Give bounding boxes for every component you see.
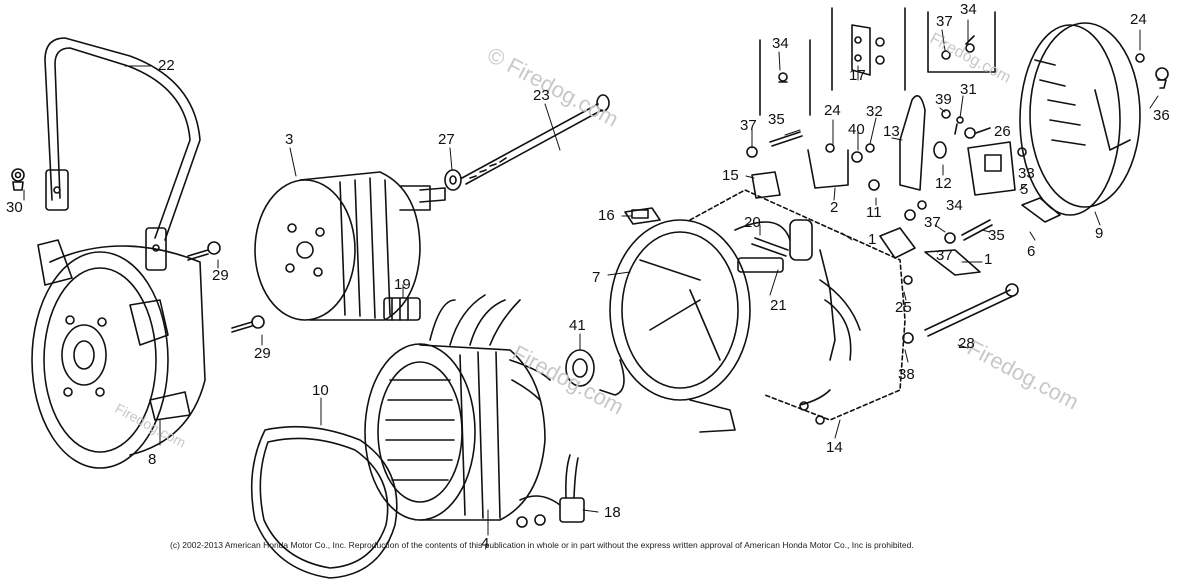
callout-21: 21 xyxy=(770,297,787,314)
callout-23: 23 xyxy=(533,87,550,104)
callout-35a: 35 xyxy=(768,111,785,128)
leader-lines xyxy=(23,19,1159,536)
callout-2: 2 xyxy=(830,199,839,216)
callout-10: 10 xyxy=(312,382,329,399)
callout-1a: 1 xyxy=(868,231,877,248)
callout-9: 9 xyxy=(1095,225,1104,242)
callout-18: 18 xyxy=(604,504,621,521)
callout-32: 32 xyxy=(866,103,883,120)
callout-24a: 24 xyxy=(1130,11,1147,28)
callout-12: 12 xyxy=(935,175,952,192)
stator-drawing xyxy=(364,294,551,521)
callout-40: 40 xyxy=(848,121,865,138)
callout-37d: 37 xyxy=(936,247,953,264)
bolt-30-drawing xyxy=(11,168,25,191)
part-16-drawing xyxy=(624,207,661,225)
inset-boxes-drawing xyxy=(759,7,996,116)
callout-19: 19 xyxy=(394,276,411,293)
callout-22: 22 xyxy=(158,57,175,74)
callout-37c: 37 xyxy=(924,214,941,231)
connector-19-drawing xyxy=(383,297,421,321)
callout-25: 25 xyxy=(895,299,912,316)
bolt-29-drawing xyxy=(187,241,265,333)
callout-33: 33 xyxy=(1018,165,1035,182)
callout-36: 36 xyxy=(1153,107,1170,124)
callout-24b: 24 xyxy=(824,102,841,119)
handle-bar-drawing xyxy=(44,37,201,271)
callout-1b: 1 xyxy=(984,251,993,268)
callout-30: 30 xyxy=(6,199,23,216)
band-drawing xyxy=(250,425,398,579)
callout-28: 28 xyxy=(958,335,975,352)
callout-5: 5 xyxy=(1020,181,1029,198)
callout-41: 41 xyxy=(569,317,586,334)
connector-18-drawing xyxy=(516,454,585,528)
through-bolt-drawing xyxy=(461,94,610,185)
callout-17: 17 xyxy=(849,67,866,84)
callout-29a: 29 xyxy=(212,267,229,284)
part-20-21-drawing xyxy=(737,237,789,273)
callout-16: 16 xyxy=(598,207,615,224)
bearing-27-drawing xyxy=(444,169,462,191)
callout-15: 15 xyxy=(722,167,739,184)
callout-13: 13 xyxy=(883,123,900,140)
front-bracket-drawing xyxy=(599,219,751,433)
callout-37b: 37 xyxy=(740,117,757,134)
rotor-drawing xyxy=(254,171,446,321)
cap-15-drawing xyxy=(751,171,781,199)
callout-8: 8 xyxy=(148,451,157,468)
callout-38: 38 xyxy=(898,366,915,383)
control-box-drawing xyxy=(689,189,906,425)
callout-6: 6 xyxy=(1027,243,1036,260)
callout-29b: 29 xyxy=(254,345,271,362)
rear-cover-drawing xyxy=(1019,22,1141,216)
callout-34c: 34 xyxy=(946,197,963,214)
callout-14: 14 xyxy=(826,439,843,456)
callout-37a: 37 xyxy=(936,13,953,30)
callout-35b: 35 xyxy=(988,227,1005,244)
callout-11: 11 xyxy=(866,204,882,221)
callout-26: 26 xyxy=(994,123,1011,140)
callout-3: 3 xyxy=(285,131,294,148)
callout-27: 27 xyxy=(438,131,455,148)
small-hardware-drawing xyxy=(746,53,1169,344)
callout-4: 4 xyxy=(481,535,490,552)
callout-39: 39 xyxy=(935,91,952,108)
callout-34b: 34 xyxy=(960,1,977,18)
copyright-notice: (c) 2002-2013 American Honda Motor Co., … xyxy=(170,540,914,550)
callout-20: 20 xyxy=(744,214,761,231)
callout-34a: 34 xyxy=(772,35,789,52)
end-cover-drawing xyxy=(31,239,206,469)
callout-7: 7 xyxy=(592,269,601,286)
callout-31: 31 xyxy=(960,81,977,98)
